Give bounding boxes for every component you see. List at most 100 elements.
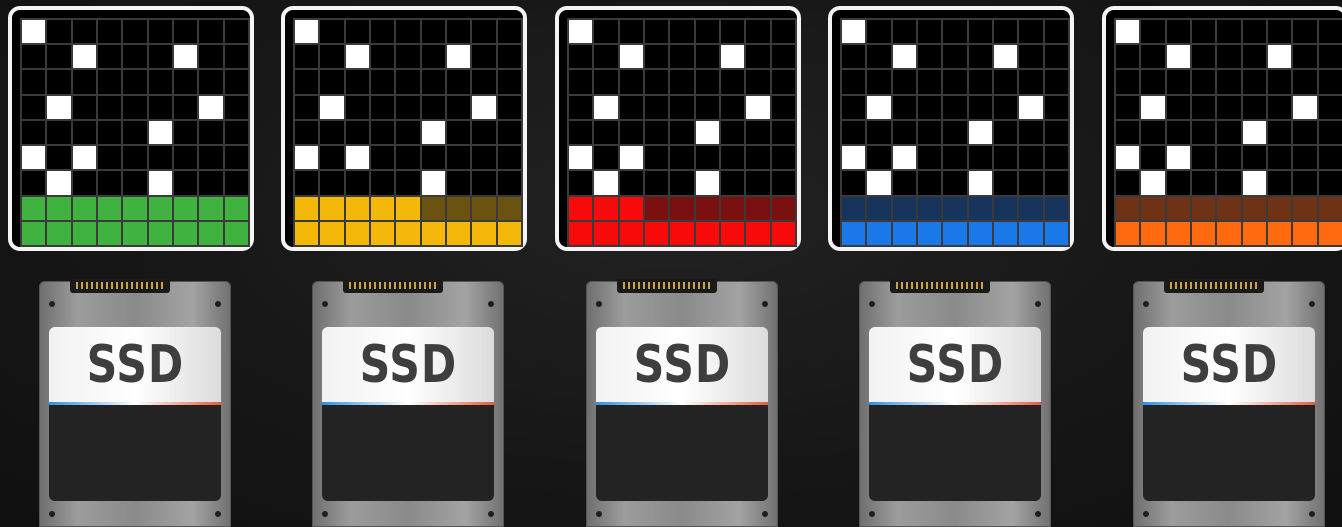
- block-cell-empty: [867, 70, 890, 93]
- block-cell-empty: [225, 146, 248, 169]
- block-cell-empty: [620, 171, 643, 194]
- block-cell-empty: [721, 146, 744, 169]
- ssd-label-text: SSD: [359, 335, 456, 395]
- block-cell-empty: [22, 70, 45, 93]
- block-cell-filled: [149, 222, 172, 245]
- block-cell-empty: [225, 70, 248, 93]
- block-cell-empty: [1293, 70, 1316, 93]
- block-cell-empty: [98, 96, 121, 119]
- block-cell-filled: [295, 222, 318, 245]
- block-cell-empty: [47, 70, 70, 93]
- block-cell-empty: [994, 146, 1017, 169]
- block-cell-empty: [645, 20, 668, 43]
- block-cell-filled: [73, 197, 96, 220]
- block-cell-empty: [320, 146, 343, 169]
- block-cell-empty: [594, 146, 617, 169]
- block-cell-fading: [1116, 197, 1139, 220]
- block-cell-empty: [123, 20, 146, 43]
- block-cell-empty: [73, 96, 96, 119]
- block-cell-empty: [696, 70, 719, 93]
- screw: [215, 511, 221, 517]
- block-cell-empty: [498, 171, 521, 194]
- ssd-drive-icon: SSD: [859, 281, 1051, 527]
- block-cell-empty: [1019, 70, 1042, 93]
- block-cell-empty: [320, 171, 343, 194]
- block-cell-empty: [320, 45, 343, 68]
- block-cell-empty: [1319, 96, 1342, 119]
- block-cell-empty: [1116, 70, 1139, 93]
- block-cell-filled: [225, 222, 248, 245]
- block-cell-filled: [1116, 222, 1139, 245]
- block-cell-used: [149, 121, 172, 144]
- block-cell-empty: [772, 171, 795, 194]
- block-cell-empty: [772, 96, 795, 119]
- block-cell-used: [1243, 171, 1266, 194]
- block-cell-empty: [1268, 146, 1291, 169]
- block-cell-empty: [893, 70, 916, 93]
- screw: [1143, 301, 1149, 307]
- block-cell-empty: [149, 45, 172, 68]
- block-cell-empty: [47, 20, 70, 43]
- block-cell-filled: [447, 222, 470, 245]
- block-cell-empty: [594, 45, 617, 68]
- block-cell-empty: [1243, 70, 1266, 93]
- block-cell-empty: [645, 96, 668, 119]
- block-cell-empty: [1217, 70, 1240, 93]
- block-cell-empty: [867, 146, 890, 169]
- block-cell-empty: [1019, 171, 1042, 194]
- block-cell-empty: [174, 20, 197, 43]
- block-cell-empty: [199, 20, 222, 43]
- block-cell-empty: [772, 146, 795, 169]
- block-cell-empty: [1019, 146, 1042, 169]
- block-cell-empty: [1019, 45, 1042, 68]
- block-cell-empty: [918, 96, 941, 119]
- ssd-label-dark: [49, 405, 221, 501]
- block-cell-filled: [620, 197, 643, 220]
- block-cell-empty: [295, 45, 318, 68]
- screw: [596, 511, 602, 517]
- block-cell-empty: [893, 20, 916, 43]
- block-cell-empty: [1192, 96, 1215, 119]
- ssd-label-text: SSD: [906, 335, 1003, 395]
- block-cell-fading: [1141, 197, 1164, 220]
- block-cell-empty: [1167, 121, 1190, 144]
- block-cell-empty: [225, 20, 248, 43]
- block-cell-fading: [1268, 197, 1291, 220]
- block-cell-empty: [1167, 70, 1190, 93]
- block-cell-empty: [22, 96, 45, 119]
- block-cell-empty: [1217, 96, 1240, 119]
- block-cell-filled: [1243, 222, 1266, 245]
- block-cell-filled: [98, 197, 121, 220]
- block-cell-empty: [594, 20, 617, 43]
- block-cell-filled: [943, 222, 966, 245]
- block-cell-filled: [199, 197, 222, 220]
- block-cell-used: [569, 20, 592, 43]
- block-cell-empty: [371, 146, 394, 169]
- block-cell-empty: [320, 20, 343, 43]
- block-cell-empty: [842, 96, 865, 119]
- block-cell-empty: [422, 70, 445, 93]
- block-cell-filled: [396, 197, 419, 220]
- block-cell-used: [22, 146, 45, 169]
- block-cell-empty: [918, 171, 941, 194]
- block-cell-fading: [422, 197, 445, 220]
- block-cell-fading: [447, 197, 470, 220]
- block-cell-empty: [645, 121, 668, 144]
- block-cell-empty: [1116, 96, 1139, 119]
- ssd-label-text: SSD: [1180, 335, 1277, 395]
- block-grid: [840, 18, 1070, 247]
- block-cell-empty: [1243, 20, 1266, 43]
- block-cell-empty: [498, 20, 521, 43]
- block-cell-empty: [1293, 146, 1316, 169]
- block-cell-empty: [1045, 96, 1068, 119]
- block-cell-empty: [670, 171, 693, 194]
- block-cell-filled: [721, 222, 744, 245]
- block-cell-empty: [969, 20, 992, 43]
- block-cell-empty: [396, 70, 419, 93]
- block-cell-empty: [98, 121, 121, 144]
- sata-connector: [70, 279, 170, 293]
- block-cell-used: [867, 171, 890, 194]
- block-cell-used: [422, 121, 445, 144]
- block-cell-empty: [1217, 45, 1240, 68]
- ssd-label-dark: [869, 405, 1041, 501]
